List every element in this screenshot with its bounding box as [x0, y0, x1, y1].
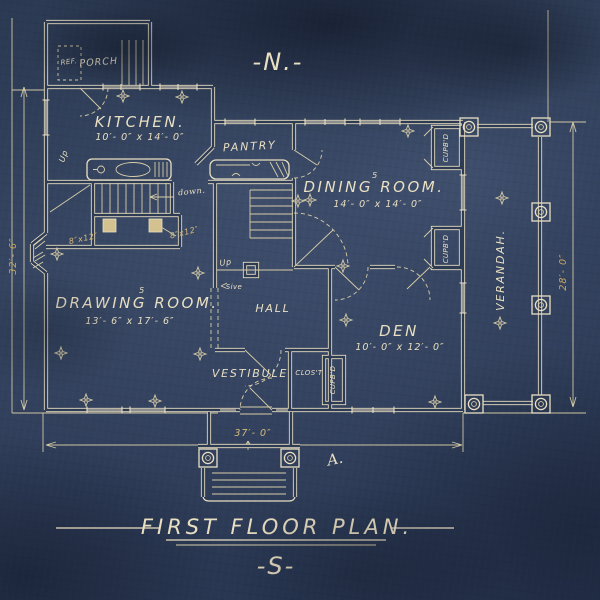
front-steps: [202, 406, 296, 502]
back-stairs: [49, 183, 167, 214]
room-label-porch: PORCH: [79, 56, 118, 70]
dimension-right-label: 28′- 0″: [558, 253, 569, 290]
kitchen-sink: [86, 158, 172, 181]
ceiling-outlet-icon: [191, 266, 205, 280]
room-dims-drawing: 13′- 6″ x 17′- 6″: [85, 316, 174, 327]
compass-south: -S-: [257, 552, 296, 580]
ceiling-outlet-icon: [148, 394, 162, 408]
compass: -N.- -S-: [253, 48, 304, 580]
cupboard-label: CUPB'D: [442, 133, 450, 162]
room-label-kitchen: KITCHEN.: [95, 113, 186, 131]
chimney-flues: [102, 218, 163, 233]
room-label-hall: HALL: [255, 302, 290, 315]
dimension-bottom-label: 37′- 0″: [234, 428, 271, 439]
dimension-right: 28′- 0″: [558, 121, 577, 408]
column-icon: [531, 117, 551, 137]
room-label-dining: DINING ROOM.: [304, 178, 445, 196]
room-label-closet: CLOS'T: [295, 369, 322, 377]
drawing-title: FIRST FLOOR PLAN.: [141, 515, 413, 539]
cupboard-braces: [423, 126, 434, 269]
ceiling-outlet-icon: [79, 393, 93, 407]
section-label: A.: [323, 449, 344, 470]
up-back-stairs: Up: [57, 149, 70, 163]
room-labels: KITCHEN. 10′- 0″ x 14′- 0″ PANTRY 5 DINI…: [55, 56, 507, 380]
column-icon: [531, 394, 551, 414]
room-dims-den: 10′- 0″ x 12′- 0″: [355, 342, 444, 353]
ceiling-outlet-icon: [428, 395, 442, 409]
dimension-left-label: 32′- 6″: [8, 237, 19, 274]
extension-lines: [11, 10, 586, 452]
cupboard-label: CUPB'D: [329, 365, 337, 394]
ceiling-outlet-icon: [116, 89, 130, 103]
ceiling-outlet-icon: [401, 124, 415, 138]
room-label-vestibule: VESTIBULE: [212, 367, 288, 380]
ceiling-outlet-icon: [50, 247, 64, 261]
column-icon: [280, 448, 300, 468]
column-icon: [198, 448, 218, 468]
up-main-stairs: Up: [219, 257, 232, 268]
cupboard-label: CUPB'D: [442, 234, 450, 263]
column-icon: [464, 394, 484, 414]
room-label-ref: REF.: [60, 57, 77, 67]
pantry-counter: [209, 159, 290, 180]
ceiling-outlet-icon: [175, 90, 189, 104]
room-dims-dining: 14′- 0″ x 14′- 0″: [333, 199, 422, 210]
circuit-mark-drawing: 5: [139, 286, 145, 295]
door-swings: [79, 87, 431, 411]
room-label-verandah: VERANDAH.: [494, 229, 507, 311]
ceiling-outlet-icon: [493, 316, 507, 330]
ceiling-outlet-icon: [339, 313, 353, 327]
main-stairs: [217, 189, 293, 271]
stair-note: Sive: [226, 283, 242, 291]
room-dims-kitchen: 10′- 0″ x 14′- 0″: [95, 132, 184, 143]
ceiling-outlet-icon: [495, 191, 509, 205]
compass-north: -N.-: [253, 48, 304, 76]
title-block: FIRST FLOOR PLAN.: [56, 515, 454, 546]
refrigerator-box: [57, 45, 82, 81]
circuit-mark-dining: 5: [372, 171, 378, 180]
ceiling-outlet-icon: [193, 347, 207, 361]
ceiling-outlet-icon: [54, 346, 68, 360]
down-note: down.: [178, 186, 206, 198]
dimension-left: 32′- 6″: [8, 86, 28, 411]
flue-size-right: 8″x12″: [169, 225, 200, 241]
room-label-pantry: PANTRY: [223, 139, 277, 155]
room-label-drawing: DRAWING ROOM.: [55, 294, 218, 312]
windows: [32, 83, 467, 414]
dimension-bottom: 37′- 0″ A.: [45, 428, 463, 470]
rear-porch-steps: [121, 40, 144, 85]
room-label-den: DEN: [379, 322, 419, 340]
